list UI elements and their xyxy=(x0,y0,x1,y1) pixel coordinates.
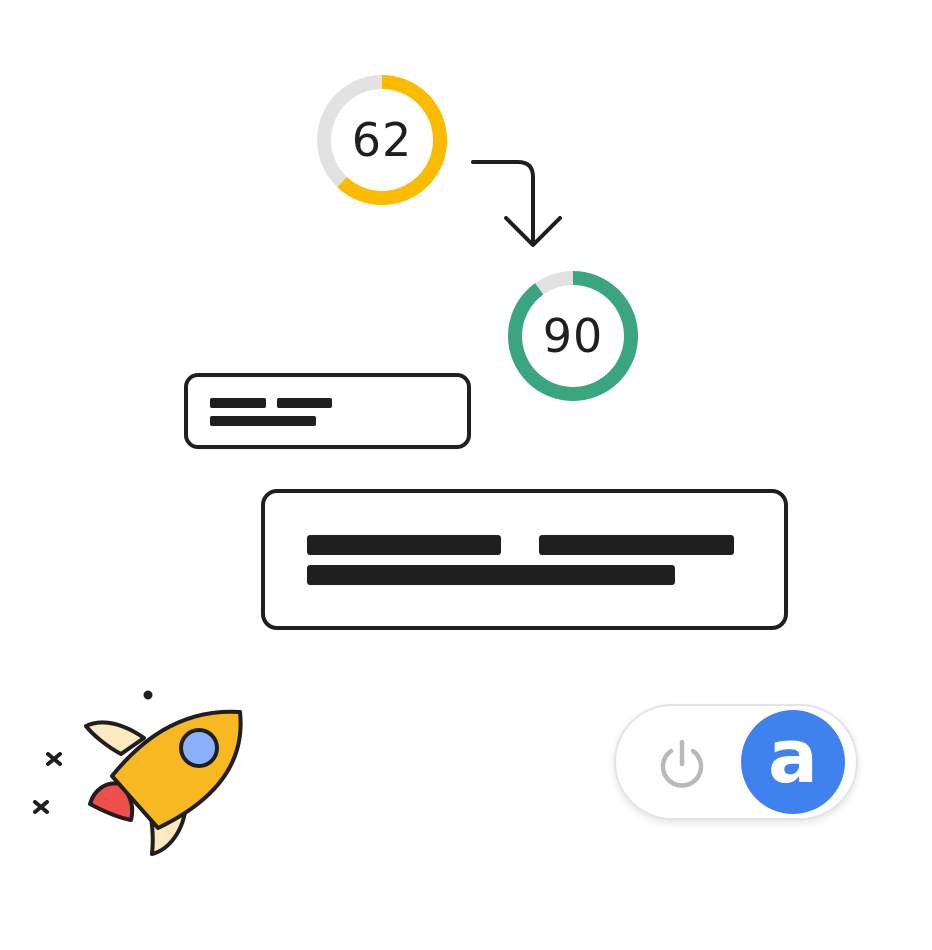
text-placeholder-line xyxy=(307,565,675,585)
score-gauge-after: 90 xyxy=(503,266,643,406)
text-placeholder-line xyxy=(307,535,501,555)
text-card-large xyxy=(261,489,788,630)
rocket-icon xyxy=(28,686,258,866)
score-value-after: 90 xyxy=(542,309,604,363)
extension-toggle[interactable]: a xyxy=(614,704,858,820)
score-value-before: 62 xyxy=(351,113,413,167)
score-gauge-before: 62 xyxy=(312,70,452,210)
power-icon[interactable] xyxy=(654,735,710,791)
text-placeholder-line xyxy=(277,398,332,408)
score-ring-before xyxy=(317,75,447,205)
logo-letter: a xyxy=(768,714,818,800)
score-ring-after xyxy=(508,271,638,401)
text-placeholder-line xyxy=(210,416,316,426)
text-placeholder-line xyxy=(539,535,734,555)
arrow-curved-down-icon xyxy=(470,155,570,255)
toggle-knob-logo[interactable]: a xyxy=(741,710,845,814)
text-card-small xyxy=(184,373,471,449)
text-placeholder-line xyxy=(210,398,266,408)
